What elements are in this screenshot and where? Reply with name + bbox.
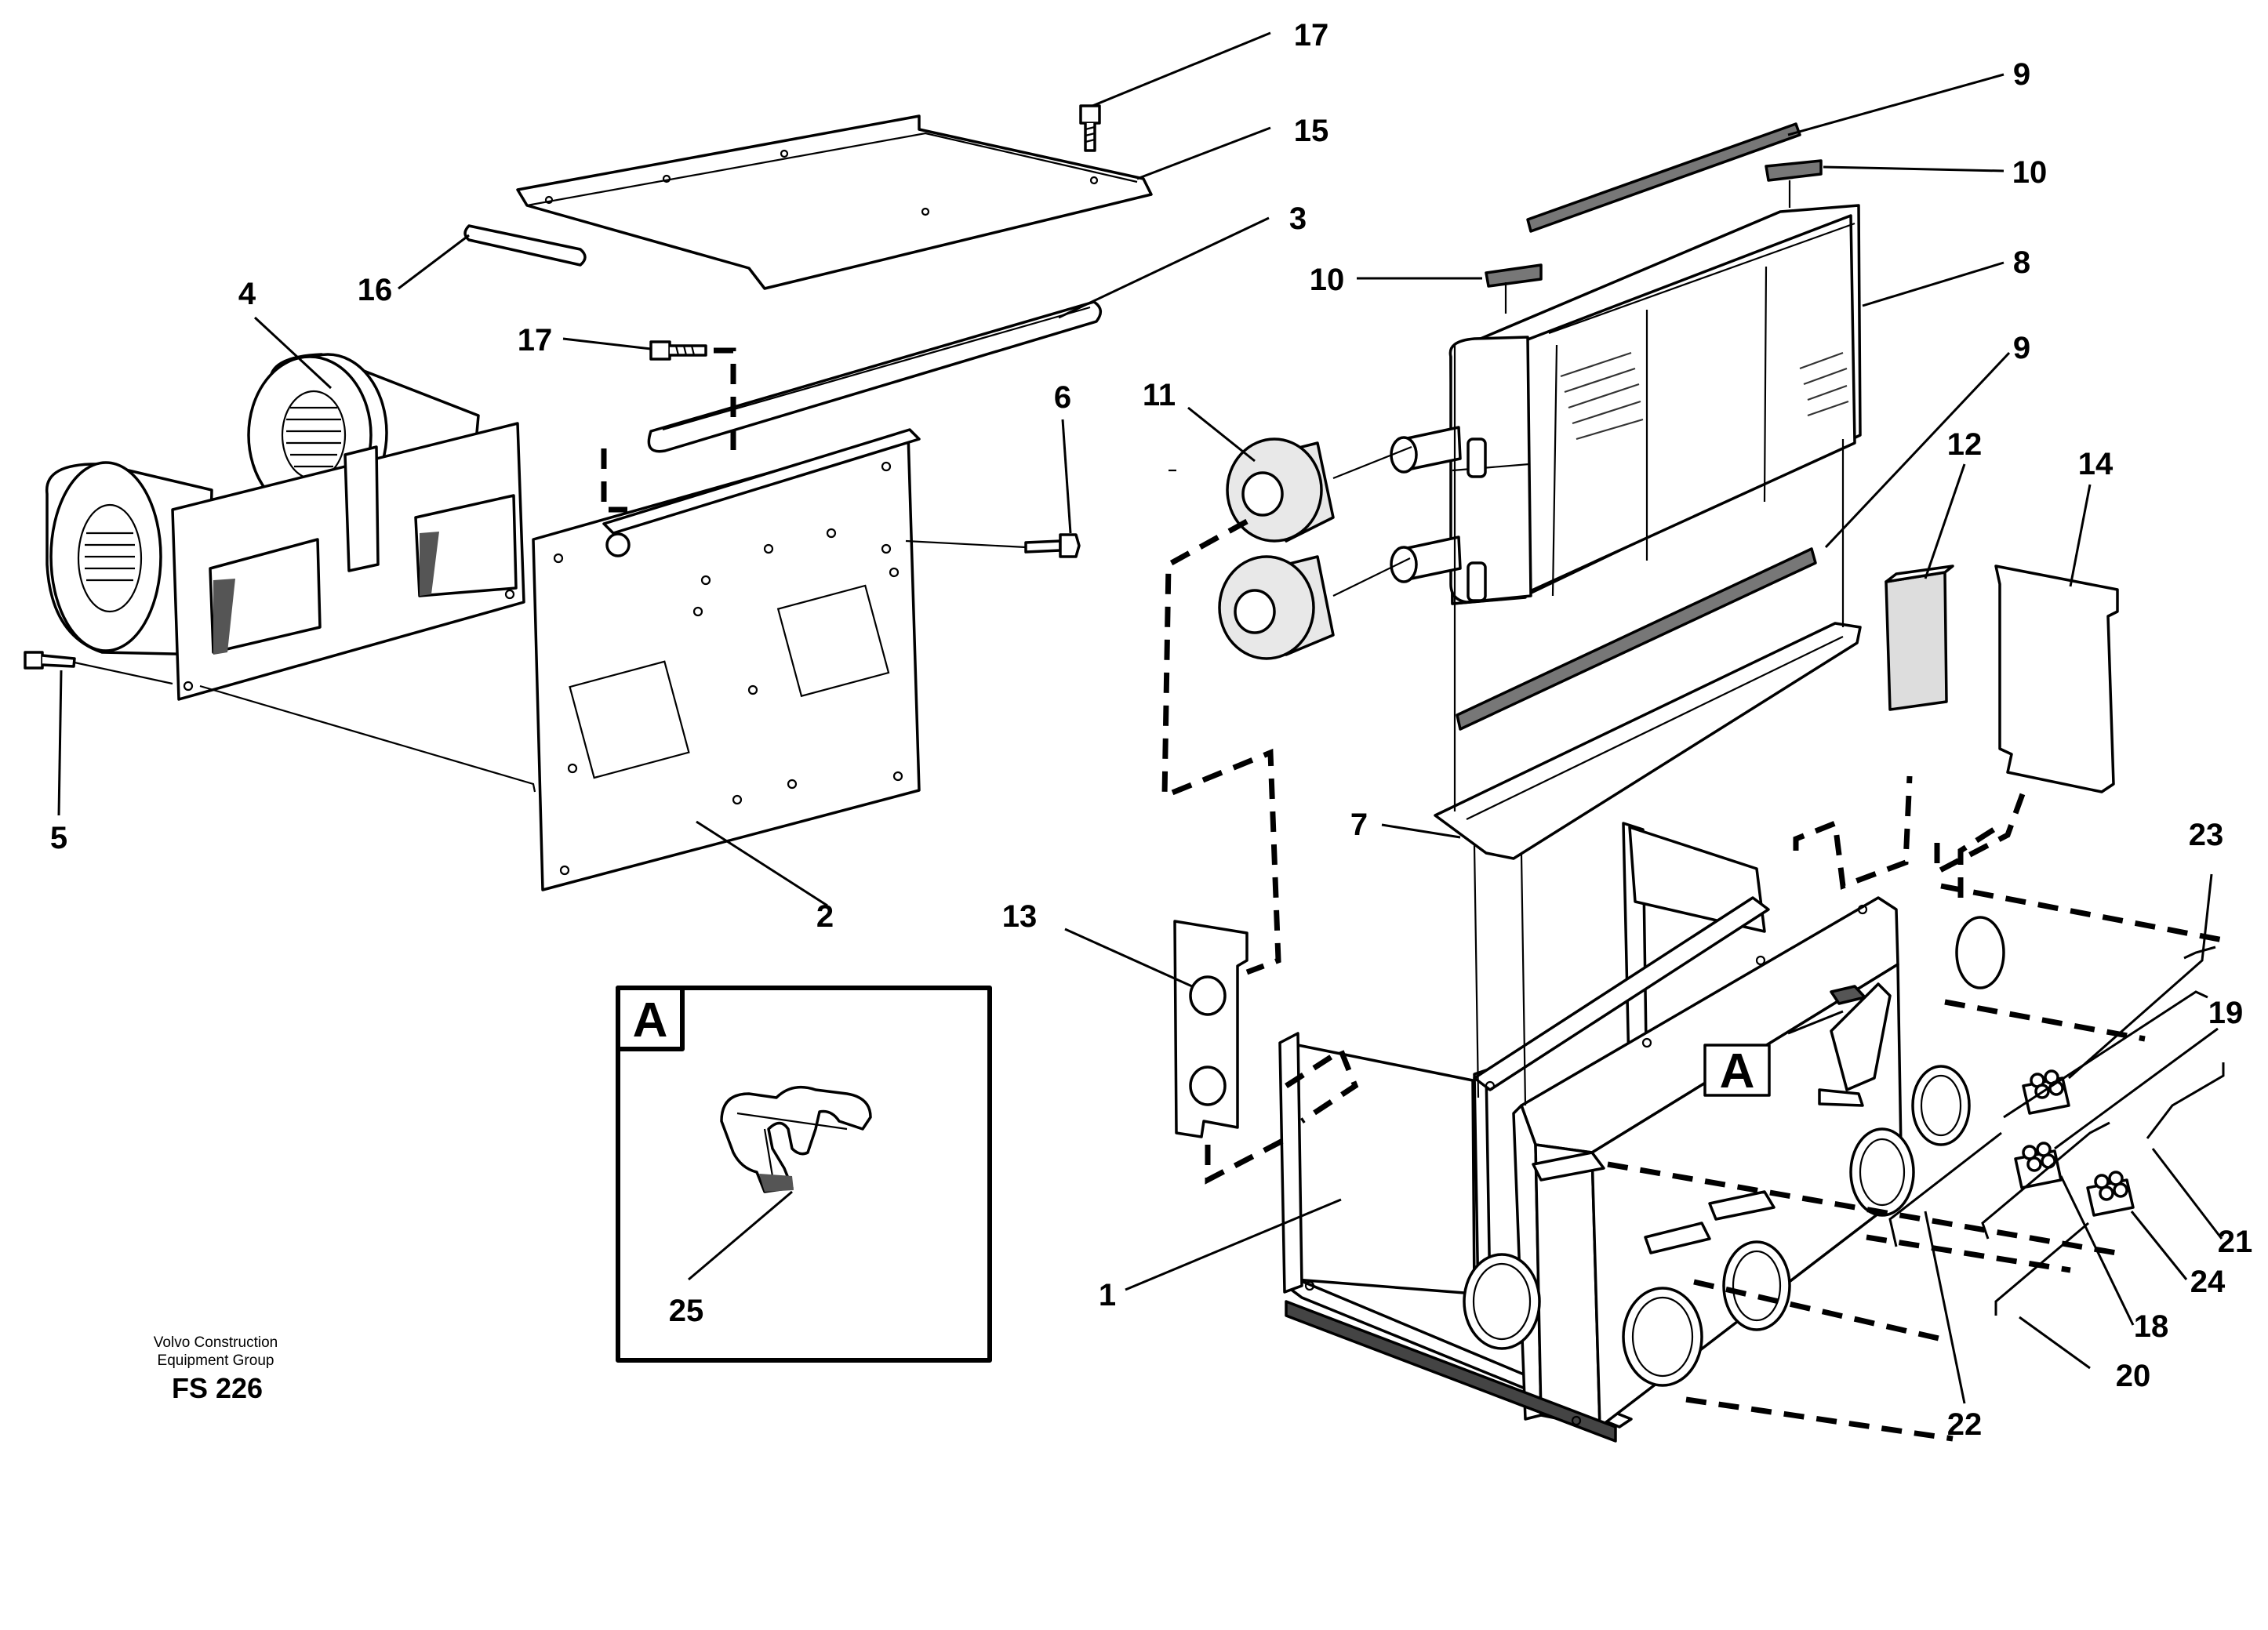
callout-3: 3 xyxy=(1289,201,1307,236)
wires xyxy=(1888,946,2225,1316)
callout-20: 20 xyxy=(2116,1359,2151,1393)
figure-code: FS 226 xyxy=(172,1372,263,1404)
credit-line-1: Volvo Construction xyxy=(154,1334,278,1351)
callout-17-top: 17 xyxy=(1294,18,1329,53)
detail-a-box-letter: A xyxy=(633,993,668,1047)
callout-12: 12 xyxy=(1947,427,1983,462)
callout-5: 5 xyxy=(50,821,67,855)
callout-22: 22 xyxy=(1947,1407,1983,1442)
callout-4: 4 xyxy=(238,277,256,311)
part-2-mounting-plate xyxy=(532,428,921,891)
part-10-pad-right xyxy=(1765,159,1823,182)
part-7-channel xyxy=(1434,622,1862,860)
callout-19: 19 xyxy=(2208,996,2244,1030)
part-6-screw xyxy=(1024,533,1081,558)
part-11-grommet-lower xyxy=(1218,555,1335,660)
callout-13: 13 xyxy=(1002,899,1038,934)
part-5-screw xyxy=(24,651,76,670)
callout-16: 16 xyxy=(358,273,393,307)
callout-10-right: 10 xyxy=(2012,155,2048,190)
callout-7: 7 xyxy=(1350,808,1368,842)
credit-line-2: Equipment Group xyxy=(158,1352,274,1369)
part-3-seal-rail xyxy=(647,300,1102,453)
detail-a-marker: A xyxy=(1703,985,1866,1098)
detail-a-marker-letter: A xyxy=(1720,1044,1755,1098)
callout-6: 6 xyxy=(1054,380,1071,415)
part-9-seal-top xyxy=(1526,122,1801,233)
part-17-screw-middle xyxy=(649,340,707,361)
callout-18: 18 xyxy=(2134,1309,2169,1344)
callout-11: 11 xyxy=(1143,378,1176,412)
callout-8: 8 xyxy=(2013,245,2030,280)
callout-25: 25 xyxy=(669,1294,704,1328)
callout-2: 2 xyxy=(816,899,834,934)
part-8-heater-core xyxy=(1390,204,1862,605)
part-terminal-block-upper xyxy=(2022,1069,2070,1115)
part-15-top-cover xyxy=(516,114,1153,290)
detail-a-inset: A xyxy=(616,986,992,1363)
part-25-clip xyxy=(720,1085,872,1193)
callout-10-left: 10 xyxy=(1310,263,1345,297)
leader-lines xyxy=(57,31,2223,1404)
part-10-pad-left xyxy=(1485,263,1543,288)
callout-9-top: 9 xyxy=(2013,57,2030,92)
part-12-foam-block xyxy=(1885,565,1954,711)
callout-21: 21 xyxy=(2218,1225,2253,1259)
callout-24: 24 xyxy=(2190,1265,2226,1299)
part-14-gasket xyxy=(1994,565,2119,793)
part-24-terminal-block xyxy=(2086,1171,2135,1217)
part-16-strip xyxy=(463,224,587,267)
part-17-screw-top xyxy=(1079,104,1101,152)
callout-15: 15 xyxy=(1294,114,1329,148)
callout-14: 14 xyxy=(2078,447,2114,481)
callout-17-middle: 17 xyxy=(518,323,553,358)
callout-23: 23 xyxy=(2189,818,2224,852)
part-1-heater-housing xyxy=(1278,822,2005,1443)
part-11-grommet-upper xyxy=(1226,437,1335,543)
callout-labels: 17 15 3 4 16 17 6 11 5 2 9 10 10 8 9 12 … xyxy=(50,18,2252,1442)
callout-1: 1 xyxy=(1099,1278,1116,1312)
part-4-blower-fan xyxy=(45,353,525,701)
part-18-terminal-block xyxy=(2014,1142,2063,1189)
part-13-bracket xyxy=(1173,920,1248,1138)
callout-9-bottom: 9 xyxy=(2013,331,2030,365)
part-9-seal-bottom xyxy=(1456,547,1817,731)
credits: Volvo Construction Equipment Group FS 22… xyxy=(154,1334,278,1404)
assembly-lines xyxy=(74,180,2228,1442)
